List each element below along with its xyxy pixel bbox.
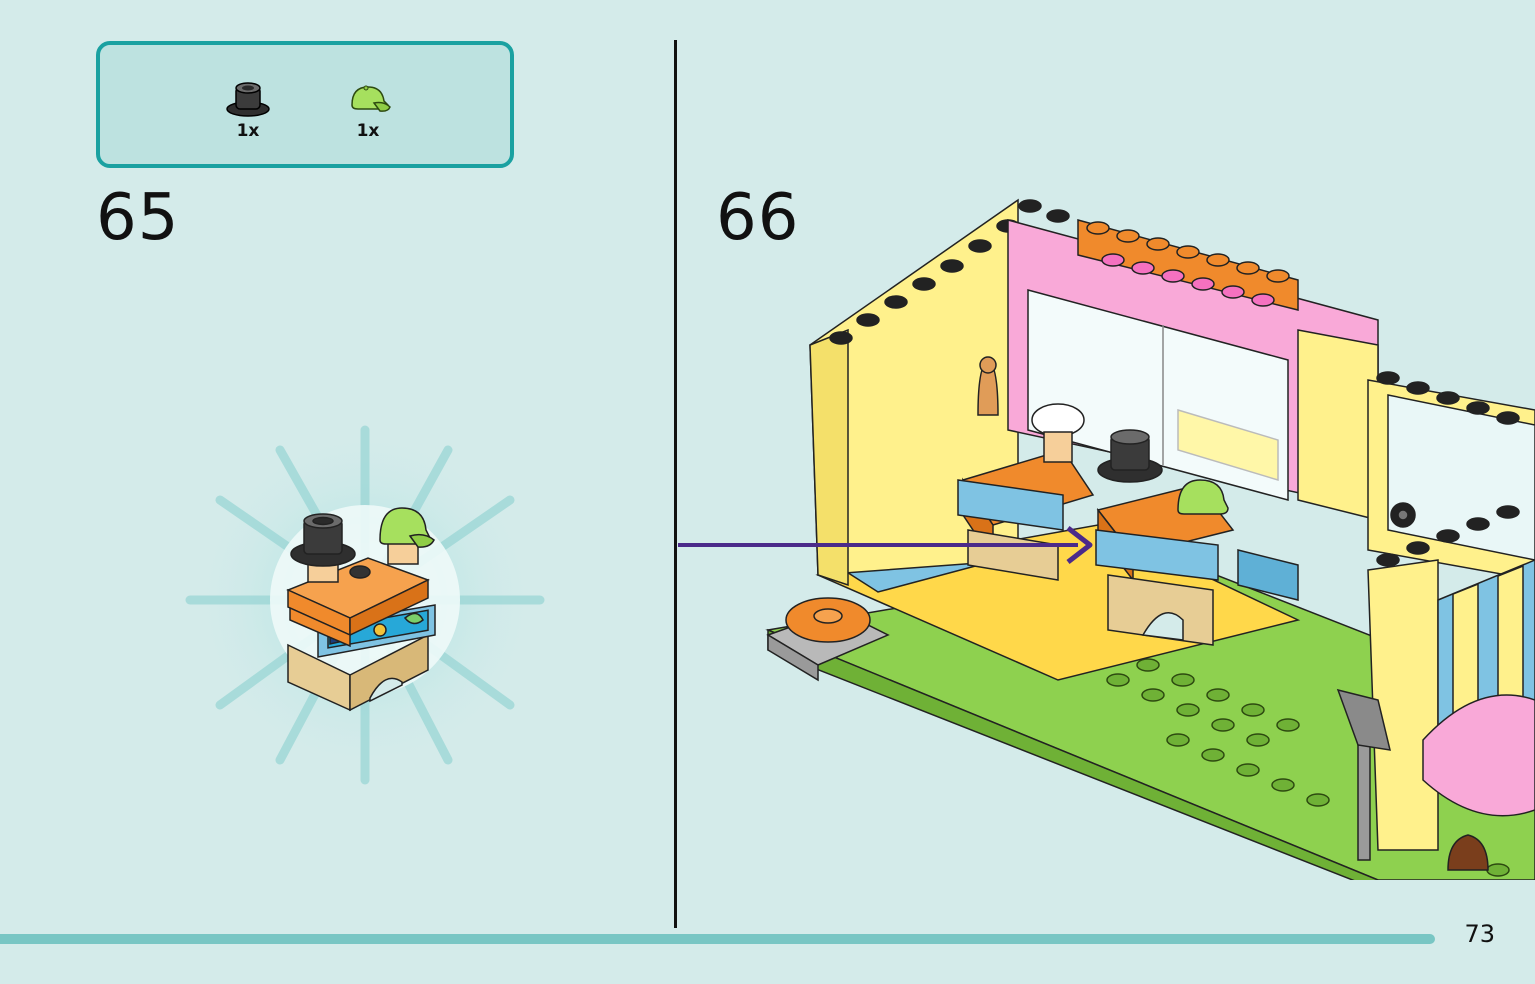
placed-lime-cap <box>1177 479 1229 515</box>
part-item-top-hat: 1x <box>218 79 278 141</box>
new-cabinet-tile <box>1095 529 1219 581</box>
step-66-scene-illustration <box>678 198 1535 880</box>
brown-pile <box>1447 834 1489 871</box>
shovel <box>1357 739 1371 861</box>
play-set-model <box>765 198 1535 880</box>
step-divider <box>674 40 677 928</box>
pink-umbrella <box>1422 694 1535 817</box>
part-quantity: 1x <box>356 121 380 141</box>
part-item-cap: 1x <box>338 79 398 141</box>
step-number-66: 66 <box>716 181 800 255</box>
lime-cap-icon <box>351 85 391 112</box>
page-bottom-bar <box>0 934 1435 944</box>
chef-hat <box>1031 403 1085 437</box>
page-number: 73 <box>1464 920 1495 948</box>
parts-list-callout: 1x 1x <box>96 41 514 168</box>
part-quantity: 1x <box>236 121 260 141</box>
placement-arrow <box>678 526 1093 564</box>
cabinet-submodel <box>286 507 436 712</box>
step-65-submodel-illustration <box>185 425 545 785</box>
step-number-65: 65 <box>96 181 180 255</box>
black-top-hat-icon <box>226 82 270 117</box>
